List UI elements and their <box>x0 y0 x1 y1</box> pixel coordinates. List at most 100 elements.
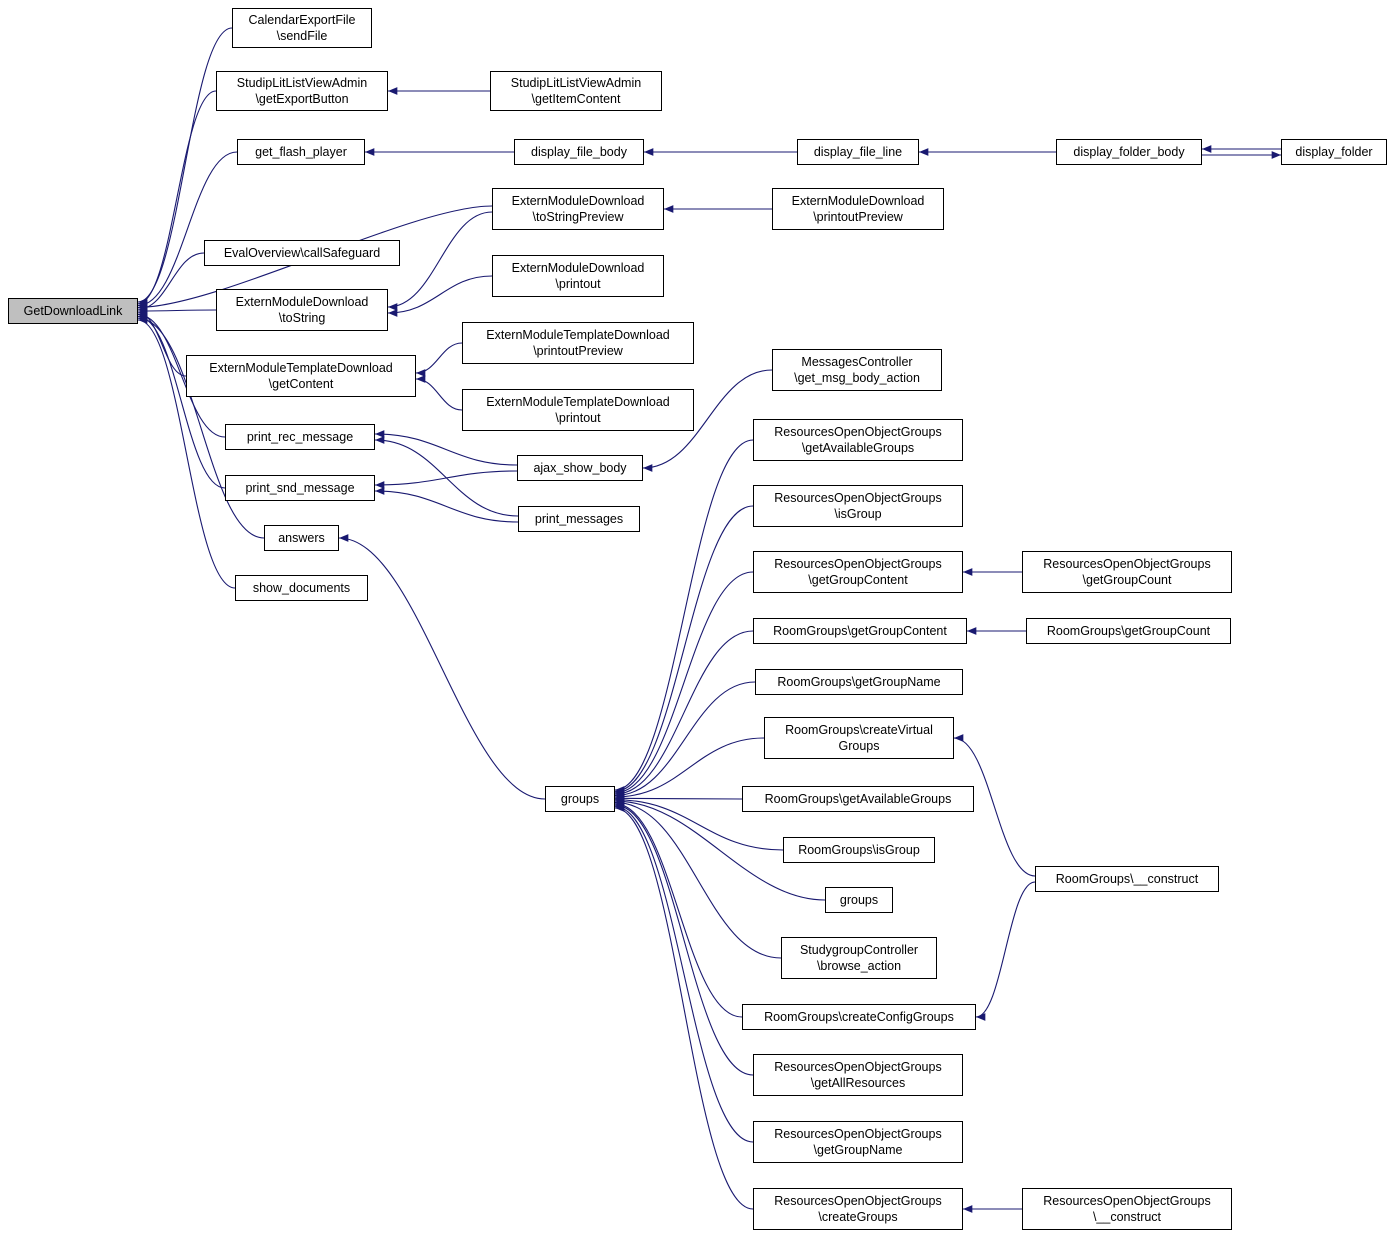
edge-roog-getgroupname-to-groups <box>614 802 754 1143</box>
graph-node-studygroup-browse-action[interactable]: StudygroupController \browse_action <box>781 937 937 979</box>
graph-node-label: RoomGroups\getGroupContent <box>773 623 947 638</box>
graph-node-print-rec-message[interactable]: print_rec_message <box>225 424 375 450</box>
graph-node-msg-get-msg-body-action[interactable]: MessagesController \get_msg_body_action <box>772 349 942 391</box>
graph-node-rg-getgroupname[interactable]: RoomGroups\getGroupName <box>755 669 963 695</box>
edge-msg-get-msg-body-action-to-ajax-show-body <box>642 369 773 472</box>
graph-node-roog-getgroupname[interactable]: ResourcesOpenObjectGroups \getGroupName <box>753 1121 963 1163</box>
edge-rg-getavailablegroups-to-groups <box>614 794 743 803</box>
graph-node-label: GetDownloadLink <box>23 303 123 318</box>
graph-node-roog-getgroupcontent[interactable]: ResourcesOpenObjectGroups \getGroupConte… <box>753 551 963 593</box>
graph-node-label: ajax_show_body <box>533 460 627 475</box>
graph-node-label: EvalOverview\callSafeguard <box>223 245 381 260</box>
graph-node-rg-getavailablegroups[interactable]: RoomGroups\getAvailableGroups <box>742 786 974 812</box>
graph-node-emtd-printoutpreview[interactable]: ExternModuleTemplateDownload \printoutPr… <box>462 322 694 364</box>
graph-node-label: ResourcesOpenObjectGroups \getAvailableG… <box>774 424 942 455</box>
graph-node-label: ExternModuleDownload \toString <box>235 294 369 325</box>
graph-node-label: StudygroupController \browse_action <box>799 942 919 973</box>
graph-node-rg-createconfiggroups[interactable]: RoomGroups\createConfigGroups <box>742 1004 976 1030</box>
edge-print-snd-message-to-gdl <box>137 312 226 489</box>
edge-eval-callsafeguard-to-gdl <box>137 252 205 314</box>
graph-node-label: ResourcesOpenObjectGroups \getGroupConte… <box>774 556 942 587</box>
graph-node-label: ExternModuleDownload \toStringPreview <box>511 193 645 224</box>
graph-node-display-file-line[interactable]: display_file_line <box>797 139 919 165</box>
edge-studygroup-browse-action-to-groups <box>614 798 782 959</box>
edge-answers-to-gdl <box>137 314 265 539</box>
edge-ajax-show-body-to-print-rec-message <box>374 430 518 466</box>
graph-node-lit-getitemcontent[interactable]: StudipLitListViewAdmin \getItemContent <box>490 71 662 111</box>
graph-node-roog-getallresources[interactable]: ResourcesOpenObjectGroups \getAllResourc… <box>753 1054 963 1096</box>
graph-node-label: display_folder <box>1295 144 1373 159</box>
graph-node-gdl[interactable]: GetDownloadLink <box>8 298 138 324</box>
graph-node-emd-printoutpreview[interactable]: ExternModuleDownload \printoutPreview <box>772 188 944 230</box>
graph-node-answers[interactable]: answers <box>264 525 339 551</box>
graph-node-label: groups <box>560 791 600 806</box>
edge-print-messages-to-print-snd-message <box>374 487 519 523</box>
edge-rg-isgroup-to-groups <box>614 795 784 851</box>
edge-roog-getavailablegroups-to-groups <box>614 439 754 794</box>
edge-groups-to-answers <box>338 534 546 800</box>
graph-node-label: answers <box>278 530 325 545</box>
edge-print-messages-to-print-rec-message <box>374 436 519 517</box>
graph-node-display-file-body[interactable]: display_file_body <box>514 139 644 165</box>
graph-node-label: display_file_line <box>813 144 903 159</box>
graph-node-roog-construct[interactable]: ResourcesOpenObjectGroups \__construct <box>1022 1188 1232 1230</box>
graph-node-rg-isgroup[interactable]: RoomGroups\isGroup <box>783 837 935 863</box>
graph-node-label: display_file_body <box>531 144 627 159</box>
edge-roog-creategroups-to-groups <box>614 804 754 1210</box>
graph-node-print-messages[interactable]: print_messages <box>518 506 640 532</box>
graph-node-groups-2[interactable]: groups <box>825 887 893 913</box>
graph-node-emd-tostring[interactable]: ExternModuleDownload \toString <box>216 289 388 331</box>
edge-emd-tostring-to-gdl <box>137 307 217 315</box>
graph-node-emtd-getcontent[interactable]: ExternModuleTemplateDownload \getContent <box>186 355 416 397</box>
graph-node-display-folder[interactable]: display_folder <box>1281 139 1387 165</box>
graph-node-label: ExternModuleTemplateDownload \getContent <box>209 360 393 391</box>
edge-rg-construct-to-rg-createconfiggroups <box>975 881 1036 1021</box>
graph-node-ajax-show-body[interactable]: ajax_show_body <box>517 455 643 481</box>
graph-node-label: MessagesController \get_msg_body_action <box>794 354 920 385</box>
graph-node-emd-printout[interactable]: ExternModuleDownload \printout <box>492 255 664 297</box>
edge-roog-isgroup-to-groups <box>614 505 754 796</box>
graph-node-emd-tostringpreview[interactable]: ExternModuleDownload \toStringPreview <box>492 188 664 230</box>
graph-node-label: ResourcesOpenObjectGroups \__construct <box>1043 1193 1211 1224</box>
graph-node-rg-getgroupcount[interactable]: RoomGroups\getGroupCount <box>1026 618 1231 644</box>
graph-node-rg-getgroupcontent[interactable]: RoomGroups\getGroupContent <box>753 618 967 644</box>
graph-node-label: RoomGroups\createVirtual Groups <box>785 722 933 753</box>
graph-node-get-flash-player[interactable]: get_flash_player <box>237 139 365 165</box>
edge-print-rec-message-to-gdl <box>137 310 226 438</box>
graph-node-label: CalendarExportFile \sendFile <box>248 12 356 43</box>
graph-node-groups[interactable]: groups <box>545 786 615 812</box>
edge-rg-getgroupcontent-to-groups <box>614 630 754 798</box>
graph-node-label: show_documents <box>252 580 351 595</box>
graph-node-cal-sendfile[interactable]: CalendarExportFile \sendFile <box>232 8 372 48</box>
graph-node-label: ExternModuleTemplateDownload \printout <box>486 394 670 425</box>
graph-node-rg-construct[interactable]: RoomGroups\__construct <box>1035 866 1219 892</box>
edge-emd-tostringpreview-to-emd-tostring <box>387 211 493 311</box>
graph-node-show-documents[interactable]: show_documents <box>235 575 368 601</box>
graph-node-rg-createvirtualgroups[interactable]: RoomGroups\createVirtual Groups <box>764 717 954 759</box>
graph-node-label: groups <box>839 892 879 907</box>
graph-node-label: ResourcesOpenObjectGroups \getGroupName <box>774 1126 942 1157</box>
graph-node-eval-callsafeguard[interactable]: EvalOverview\callSafeguard <box>204 240 400 266</box>
graph-node-label: display_folder_body <box>1073 144 1185 159</box>
graph-node-label: ResourcesOpenObjectGroups \getAllResourc… <box>774 1059 942 1090</box>
edge-get-flash-player-to-gdl <box>137 151 238 310</box>
graph-node-roog-getavailablegroups[interactable]: ResourcesOpenObjectGroups \getAvailableG… <box>753 419 963 461</box>
edge-rg-createconfiggroups-to-groups <box>614 800 743 1018</box>
graph-node-emtd-printout[interactable]: ExternModuleTemplateDownload \printout <box>462 389 694 431</box>
graph-node-lit-getexportbutton[interactable]: StudipLitListViewAdmin \getExportButton <box>216 71 388 111</box>
graph-node-display-folder-body[interactable]: display_folder_body <box>1056 139 1202 165</box>
graph-node-print-snd-message[interactable]: print_snd_message <box>225 475 375 501</box>
graph-node-roog-getgroupcount[interactable]: ResourcesOpenObjectGroups \getGroupCount <box>1022 551 1232 593</box>
graph-node-label: RoomGroups\getGroupName <box>777 674 941 689</box>
graph-node-label: ResourcesOpenObjectGroups \getGroupCount <box>1043 556 1211 587</box>
edge-groups-2-to-groups <box>614 797 826 901</box>
edge-rg-createvirtualgroups-to-groups <box>614 737 765 801</box>
graph-node-label: print_snd_message <box>245 480 355 495</box>
graph-node-roog-isgroup[interactable]: ResourcesOpenObjectGroups \isGroup <box>753 485 963 527</box>
graph-node-label: RoomGroups\getGroupCount <box>1046 623 1211 638</box>
graph-node-label: ExternModuleDownload \printout <box>511 260 645 291</box>
edge-emtd-printout-to-emtd-getcontent <box>415 375 463 411</box>
graph-node-roog-creategroups[interactable]: ResourcesOpenObjectGroups \createGroups <box>753 1188 963 1230</box>
